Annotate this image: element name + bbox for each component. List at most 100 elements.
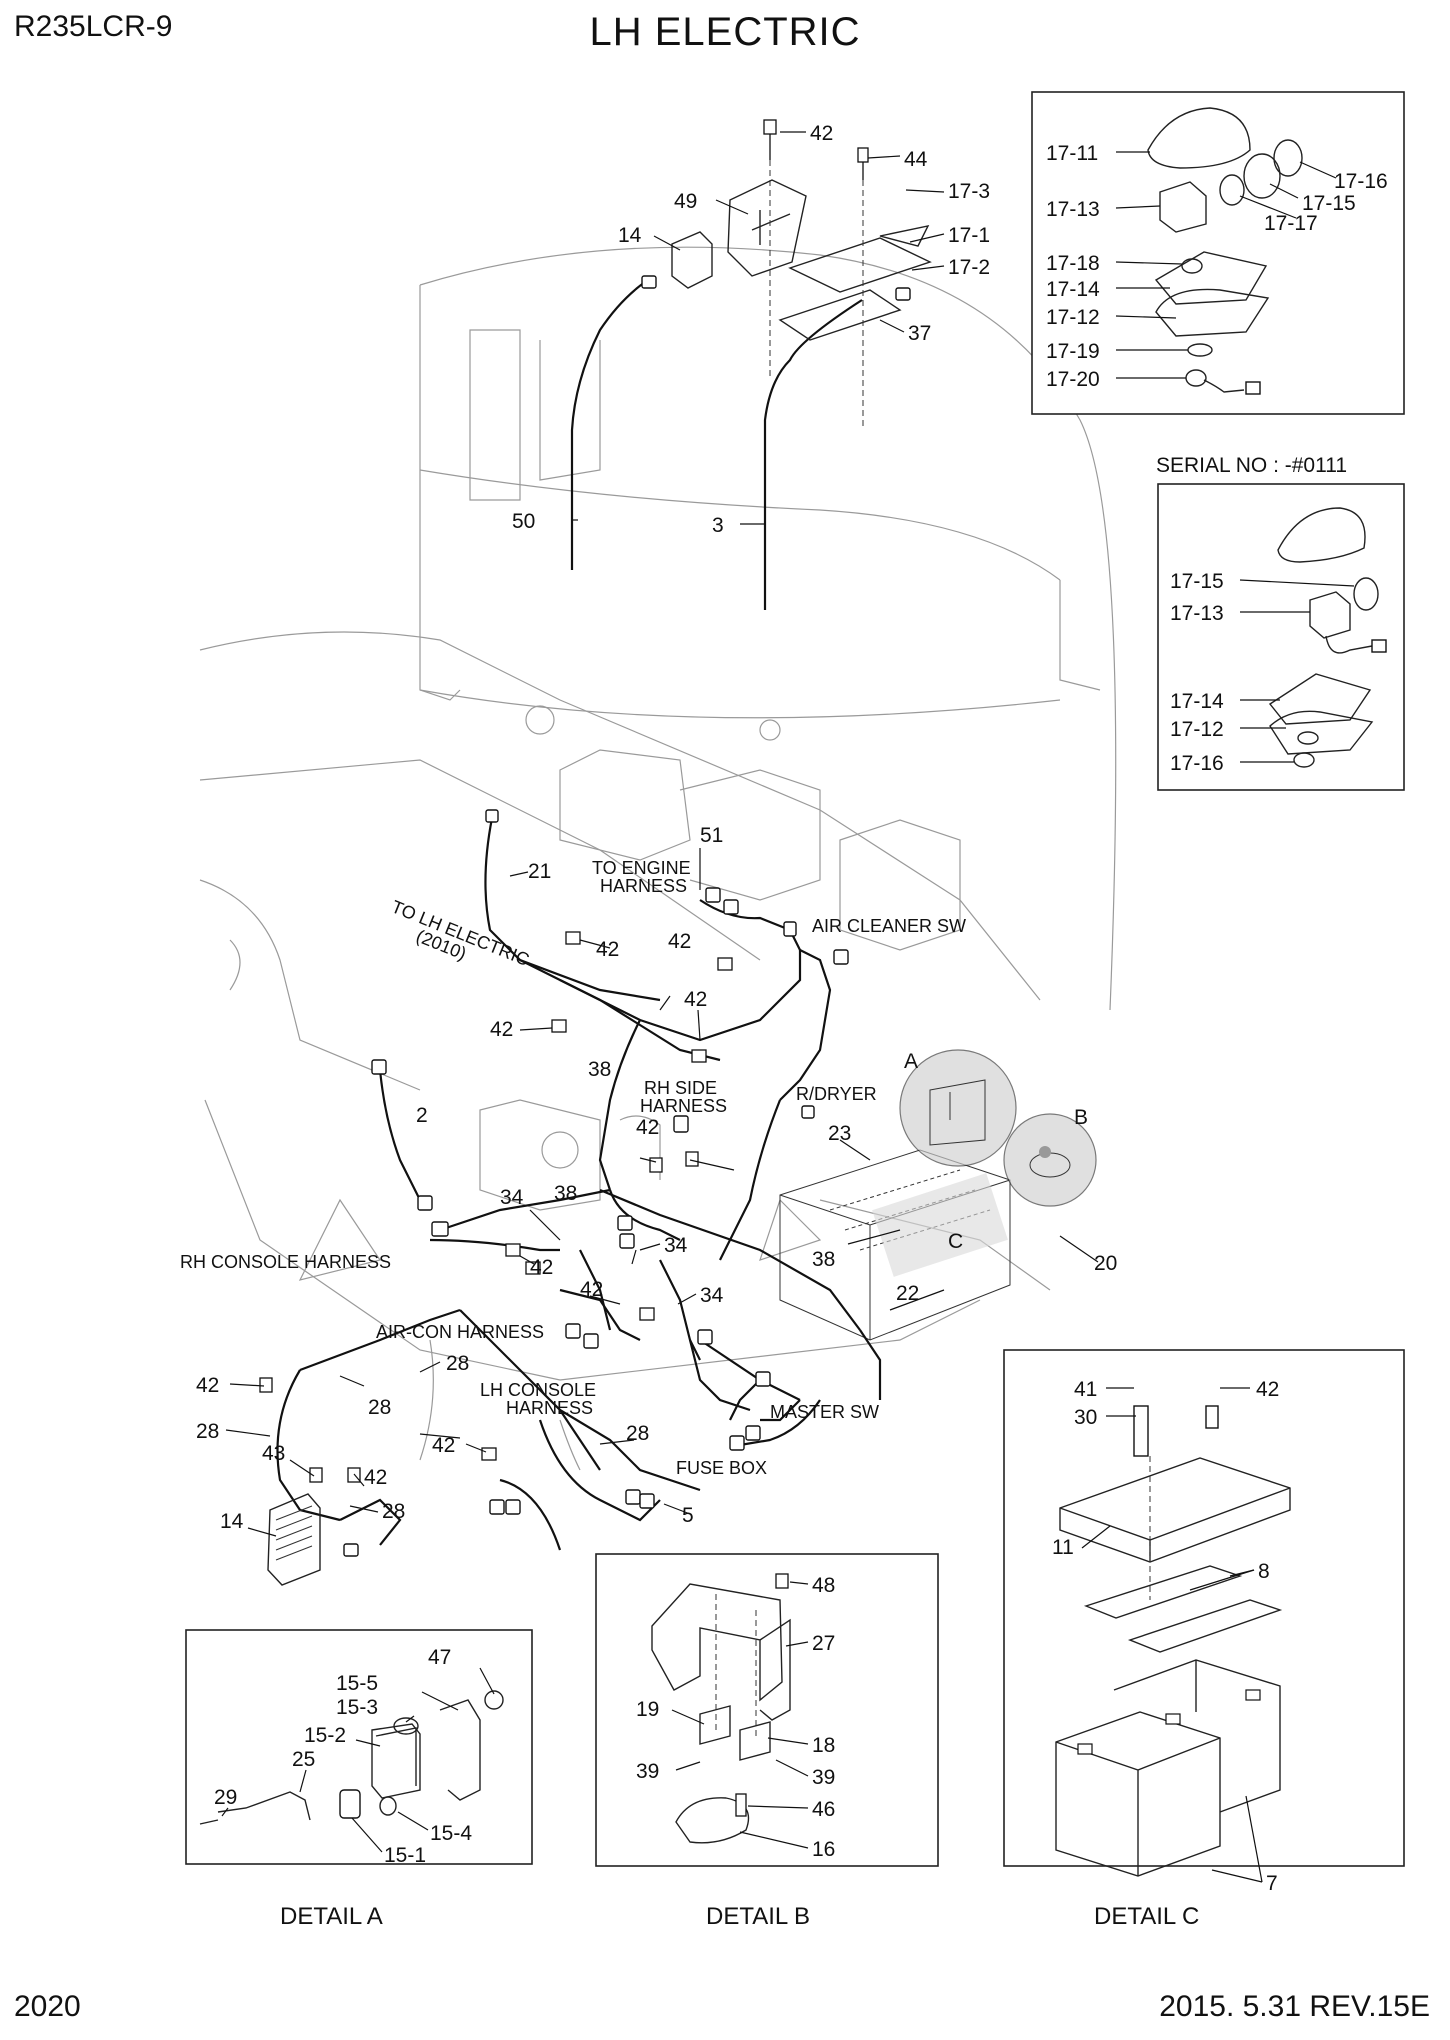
annotation-fuse-box: FUSE BOX bbox=[676, 1458, 767, 1478]
detail-box-c bbox=[1003, 1349, 1405, 1877]
callout-42-c-detail: 42 bbox=[1256, 1378, 1279, 1401]
detail-markers: A B C bbox=[904, 1050, 1088, 1253]
callout-42-a: 42 bbox=[596, 938, 619, 961]
callouts-detail-b: 48 27 19 18 39 39 46 16 bbox=[636, 1574, 835, 1861]
callout-20: 20 bbox=[1094, 1252, 1117, 1275]
callout-17-12: 17-12 bbox=[1046, 306, 1100, 329]
annotation-to-engine-l2: HARNESS bbox=[600, 876, 687, 896]
callout-19: 19 bbox=[636, 1698, 659, 1721]
callouts-main: 42 44 17-3 49 17-1 14 17-2 37 50 3 51 21… bbox=[196, 122, 1117, 1533]
detail-box-serial bbox=[1157, 483, 1405, 791]
detail-box-17 bbox=[1031, 91, 1405, 415]
callout-42-d: 42 bbox=[490, 1018, 513, 1041]
caption-detail-c: DETAIL C bbox=[1094, 1903, 1199, 1930]
callout-14-top: 14 bbox=[618, 224, 642, 247]
callout-17-14: 17-14 bbox=[1046, 278, 1100, 301]
page-title: LH ELECTRIC bbox=[589, 10, 861, 54]
callout-34-a: 34 bbox=[500, 1186, 524, 1209]
callout-15-1: 15-1 bbox=[384, 1844, 426, 1867]
callout-42-i: 42 bbox=[432, 1434, 455, 1457]
annotation-r-dryer: R/DRYER bbox=[796, 1084, 877, 1104]
callout-38-c: 38 bbox=[812, 1248, 835, 1271]
callout-50: 50 bbox=[512, 510, 535, 533]
callout-28-c: 28 bbox=[196, 1420, 219, 1443]
model-number: R235LCR-9 bbox=[14, 10, 173, 43]
callout-17-2: 17-2 bbox=[948, 256, 990, 279]
callouts-top-box: 17-11 17-16 17-15 17-17 17-13 17-18 17-1… bbox=[1046, 142, 1388, 391]
callout-42-b: 42 bbox=[668, 930, 691, 953]
callout-21: 21 bbox=[528, 860, 551, 883]
detail-box-b bbox=[595, 1553, 939, 1867]
callout-51: 51 bbox=[700, 824, 723, 847]
callout-42-j: 42 bbox=[364, 1466, 387, 1489]
top-mounting-parts bbox=[671, 160, 932, 430]
detail-box-a bbox=[185, 1629, 533, 1865]
callout-3: 3 bbox=[712, 514, 724, 537]
annotation-master-sw: MASTER SW bbox=[770, 1402, 879, 1422]
callout-16: 16 bbox=[812, 1838, 835, 1861]
callout-17-11: 17-11 bbox=[1046, 142, 1098, 165]
marker-a: A bbox=[904, 1050, 918, 1073]
annotation-air-cleaner-sw: AIR CLEANER SW bbox=[812, 916, 966, 936]
callout-17-15: 17-15 bbox=[1302, 192, 1356, 215]
callout-serial-17-12: 17-12 bbox=[1170, 718, 1224, 741]
callout-serial-17-14: 17-14 bbox=[1170, 690, 1224, 713]
callout-23: 23 bbox=[828, 1122, 851, 1145]
callout-44: 44 bbox=[904, 148, 928, 171]
annotation-air-con-harness: AIR-CON HARNESS bbox=[376, 1322, 544, 1342]
annotation-rh-side-l2: HARNESS bbox=[640, 1096, 727, 1116]
callout-17-1: 17-1 bbox=[948, 224, 990, 247]
callout-18: 18 bbox=[812, 1734, 835, 1757]
callout-38-b: 38 bbox=[554, 1182, 577, 1205]
callouts-detail-a: 47 15-5 15-3 15-2 25 29 15-4 15-1 bbox=[214, 1646, 472, 1867]
callout-7: 7 bbox=[1266, 1872, 1278, 1895]
callout-30: 30 bbox=[1074, 1406, 1097, 1429]
callout-42-h: 42 bbox=[196, 1374, 219, 1397]
callout-42-g: 42 bbox=[580, 1278, 603, 1301]
callout-15-5: 15-5 bbox=[336, 1672, 378, 1695]
callout-42-top: 42 bbox=[810, 122, 833, 145]
callout-39-b: 39 bbox=[812, 1766, 835, 1789]
callout-22: 22 bbox=[896, 1282, 919, 1305]
callout-41: 41 bbox=[1074, 1378, 1097, 1401]
callout-46: 46 bbox=[812, 1798, 835, 1821]
callout-14-bottom: 14 bbox=[220, 1510, 244, 1533]
callout-17-16: 17-16 bbox=[1334, 170, 1388, 193]
leader-lines bbox=[221, 131, 1355, 1883]
annotation-to-engine-l1: TO ENGINE bbox=[592, 858, 691, 878]
callout-8: 8 bbox=[1258, 1560, 1270, 1583]
callout-34-b: 34 bbox=[664, 1234, 688, 1257]
callout-17-20: 17-20 bbox=[1046, 368, 1100, 391]
callout-25: 25 bbox=[292, 1748, 315, 1771]
caption-detail-a: DETAIL A bbox=[280, 1903, 383, 1930]
horn-assembly-main bbox=[267, 1493, 321, 1586]
callout-15-3: 15-3 bbox=[336, 1696, 378, 1719]
callouts-serial-box: SERIAL NO : -#0111 17-15 17-13 17-14 17-… bbox=[1156, 454, 1347, 775]
annotation-rh-console-harness: RH CONSOLE HARNESS bbox=[180, 1252, 391, 1272]
callout-28-d: 28 bbox=[626, 1422, 649, 1445]
callout-39-a: 39 bbox=[636, 1760, 659, 1783]
annotation-rh-side-l1: RH SIDE bbox=[644, 1078, 717, 1098]
callout-28-b: 28 bbox=[368, 1396, 391, 1419]
wiring-harnesses bbox=[276, 281, 882, 1551]
callout-27: 27 bbox=[812, 1632, 835, 1655]
marker-c: C bbox=[948, 1230, 963, 1253]
callout-17-17: 17-17 bbox=[1264, 212, 1318, 235]
callout-serial-17-15: 17-15 bbox=[1170, 570, 1224, 593]
annotation-lh-console-l2: HARNESS bbox=[506, 1398, 593, 1418]
callout-34-c: 34 bbox=[700, 1284, 724, 1307]
callout-42-e: 42 bbox=[636, 1116, 659, 1139]
callout-48: 48 bbox=[812, 1574, 835, 1597]
callout-38-a: 38 bbox=[588, 1058, 611, 1081]
callouts-detail-c: 41 42 30 11 8 7 bbox=[1052, 1378, 1279, 1895]
callout-serial-17-13: 17-13 bbox=[1170, 602, 1224, 625]
callout-5: 5 bbox=[682, 1504, 694, 1527]
callout-17-13: 17-13 bbox=[1046, 198, 1100, 221]
callout-17-19: 17-19 bbox=[1046, 340, 1100, 363]
callout-42-c: 42 bbox=[684, 988, 707, 1011]
callout-17-18: 17-18 bbox=[1046, 252, 1100, 275]
callout-28-a: 28 bbox=[446, 1352, 469, 1375]
callout-17-3: 17-3 bbox=[948, 180, 990, 203]
callout-49: 49 bbox=[674, 190, 697, 213]
